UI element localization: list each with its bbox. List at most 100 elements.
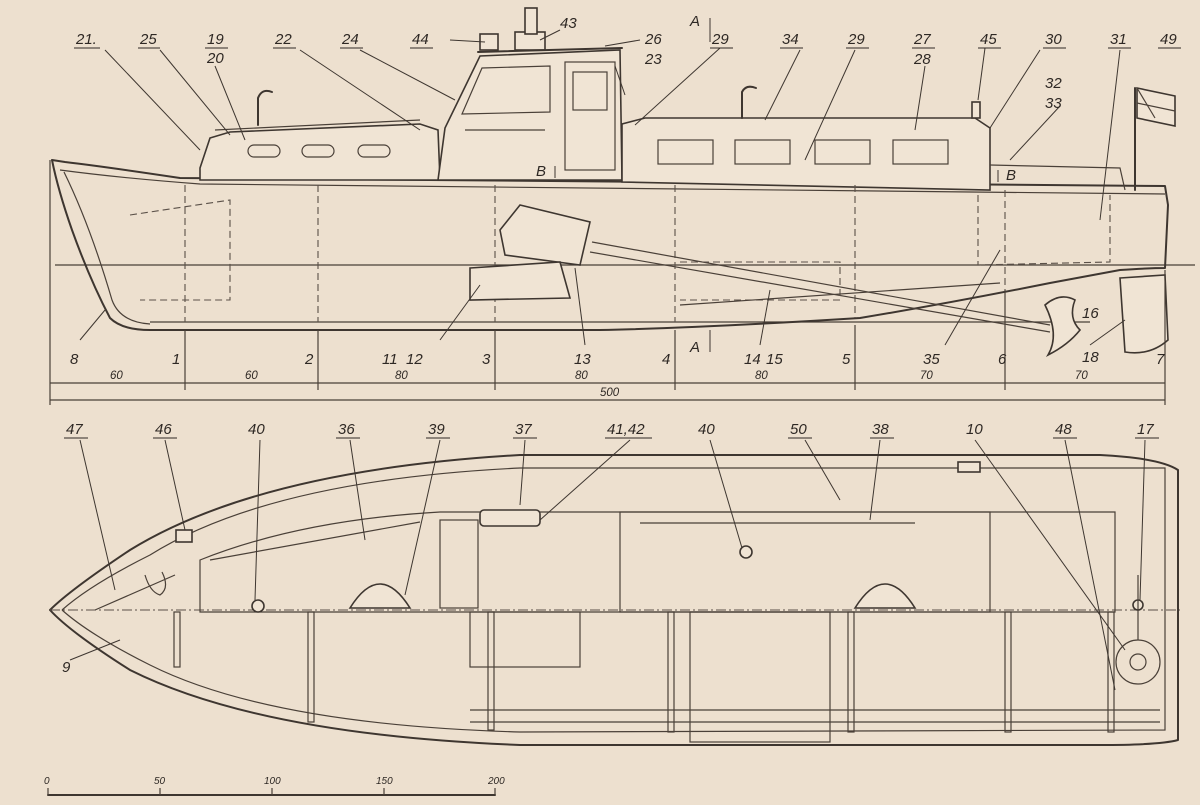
stem-inner xyxy=(63,171,151,325)
stern-light xyxy=(971,101,981,119)
cabin-rail xyxy=(214,119,421,131)
label-38: 38 xyxy=(872,421,889,438)
label-40-a: 40 xyxy=(248,421,265,438)
label-37: 37 xyxy=(515,421,532,438)
strut-line xyxy=(679,282,1001,306)
propeller xyxy=(1044,296,1082,357)
label-section-b-left: B xyxy=(536,163,546,180)
aft-cabin-top xyxy=(619,511,991,613)
label-12: 12 xyxy=(406,351,423,368)
label-36: 36 xyxy=(338,421,355,438)
dim-80-a: 80 xyxy=(395,370,408,382)
label-39: 39 xyxy=(428,421,445,438)
scale-tick-100: 100 xyxy=(264,776,281,787)
bollard-aft xyxy=(957,461,981,473)
label-49: 49 xyxy=(1160,31,1177,48)
label-10: 10 xyxy=(966,421,983,438)
label-frame-5: 5 xyxy=(842,351,851,368)
label-25: 25 xyxy=(139,31,157,48)
scale-bar: 0 50 100 150 200 xyxy=(44,776,505,796)
aft-rail xyxy=(989,164,1126,191)
label-section-a-bottom: A xyxy=(689,339,700,356)
scale-tick-150: 150 xyxy=(376,776,393,787)
funnel-vent xyxy=(524,7,538,35)
lifering-fwd xyxy=(348,583,412,609)
label-27: 27 xyxy=(913,31,931,48)
label-section-b-right: B xyxy=(1006,167,1016,184)
plan-view xyxy=(49,439,1180,746)
engine xyxy=(499,204,591,266)
label-23: 23 xyxy=(644,51,662,68)
porthole-3 xyxy=(357,144,391,158)
label-17: 17 xyxy=(1137,421,1154,438)
hull-outline xyxy=(51,159,1169,331)
dimension-lines xyxy=(49,160,1166,405)
label-35: 35 xyxy=(923,351,940,368)
label-44: 44 xyxy=(412,31,429,48)
label-22: 22 xyxy=(274,31,292,48)
aft-window-2 xyxy=(734,139,791,165)
label-29-a: 29 xyxy=(711,31,729,48)
dimension-labels: 60 60 80 80 80 70 70 500 xyxy=(110,370,1088,399)
wheelhouse-window xyxy=(461,65,551,115)
dim-80-c: 80 xyxy=(755,370,768,382)
aft-vent xyxy=(741,85,757,119)
flag-stripe xyxy=(1136,102,1176,112)
plan-view-labels: 47 46 40 36 39 37 41,42 40 50 38 10 48 1… xyxy=(62,421,1154,676)
label-34: 34 xyxy=(782,31,799,48)
porthole-1 xyxy=(247,144,281,158)
label-19: 19 xyxy=(207,31,224,48)
scale-tick-0: 0 xyxy=(44,776,50,787)
label-7: 7 xyxy=(1156,351,1165,368)
label-33: 33 xyxy=(1045,95,1062,112)
label-21: 21. xyxy=(75,31,97,48)
rudder xyxy=(1119,274,1169,354)
deck-inner xyxy=(61,467,1166,733)
forward-vent xyxy=(257,89,273,126)
dim-70-b: 70 xyxy=(1075,370,1088,382)
label-30: 30 xyxy=(1045,31,1062,48)
label-section-a-top: A xyxy=(689,13,700,30)
label-18: 18 xyxy=(1082,349,1099,366)
label-43: 43 xyxy=(560,15,577,32)
hatch-handle xyxy=(479,509,541,527)
prop-shaft-top xyxy=(591,241,1051,326)
dim-overall-500: 500 xyxy=(600,387,620,399)
label-11: 11 xyxy=(382,351,398,368)
label-32: 32 xyxy=(1045,75,1062,92)
label-13: 13 xyxy=(574,351,591,368)
lifering-aft xyxy=(853,583,917,609)
sheer-line xyxy=(59,169,1166,195)
label-20: 20 xyxy=(206,50,224,67)
aft-cabin xyxy=(621,117,991,191)
vent-aft xyxy=(739,545,753,559)
anchor xyxy=(94,571,176,611)
scale-tick-50: 50 xyxy=(154,776,166,787)
wheelhouse xyxy=(437,49,623,181)
label-frame-1: 1 xyxy=(172,351,180,368)
wheelhouse-roof xyxy=(477,47,623,53)
label-16: 16 xyxy=(1082,305,1099,322)
forepeak-outline xyxy=(129,199,231,301)
label-45: 45 xyxy=(980,31,997,48)
dim-80-b: 80 xyxy=(575,370,588,382)
prop-shaft-bottom xyxy=(589,251,1051,333)
label-frame-3: 3 xyxy=(482,351,491,368)
label-9: 9 xyxy=(62,659,71,676)
label-41-42: 41,42 xyxy=(607,421,645,438)
engine-assembly xyxy=(469,204,1051,333)
label-14: 14 xyxy=(744,351,761,368)
aft-window-4 xyxy=(892,139,949,165)
label-29-b: 29 xyxy=(847,31,865,48)
wheelhouse-door xyxy=(564,61,616,171)
label-frame-6: 6 xyxy=(998,351,1007,368)
porthole-2 xyxy=(301,144,335,158)
deck-outline xyxy=(49,454,1179,746)
label-31: 31 xyxy=(1110,31,1127,48)
hatch xyxy=(439,519,479,609)
dim-70-a: 70 xyxy=(920,370,933,382)
engine-bed xyxy=(469,261,572,301)
door-window xyxy=(572,71,608,111)
